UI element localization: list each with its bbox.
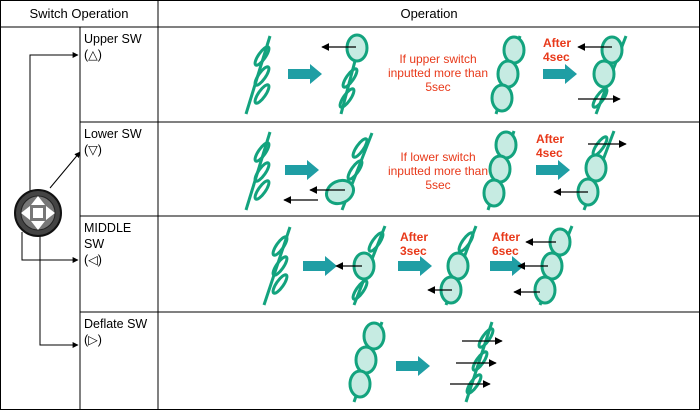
row-lower-diagram [244,130,627,211]
switch-symbol: (▽) [84,143,102,157]
row-label-middle: MIDDLE SW (◁) [84,220,154,268]
upper-note: If upper switch inputted more than 5sec [387,52,489,94]
middle-after-label-2: After 6sec [492,230,521,258]
row-middle-diagram [262,225,574,306]
switch-name: MIDDLE SW [84,221,132,251]
lower-note: If lower switch inputted more than 5sec [387,150,489,192]
upper-after-label: After 4sec [543,36,572,64]
switch-name: Upper SW [84,32,142,46]
middle-after-label-1: After 3sec [400,230,429,258]
switch-symbol: (△) [84,48,102,62]
switch-connectors [21,52,81,348]
header-operation: Operation [400,6,458,21]
lower-after-label: After 4sec [536,132,565,160]
switch-symbol: (▷) [84,333,102,347]
header-switch-operation: Switch Operation [29,6,129,21]
row-label-upper: Upper SW (△) [84,31,142,63]
row-deflate-diagram [348,321,503,403]
row-label-lower: Lower SW (▽) [84,126,142,158]
four-way-switch-icon [14,189,62,237]
row-upper-diagram [244,33,628,115]
switch-symbol: (◁) [84,253,102,267]
switch-name: Deflate SW [84,317,148,331]
switch-name: Lower SW [84,127,142,141]
row-label-deflate: Deflate SW (▷) [84,316,154,348]
